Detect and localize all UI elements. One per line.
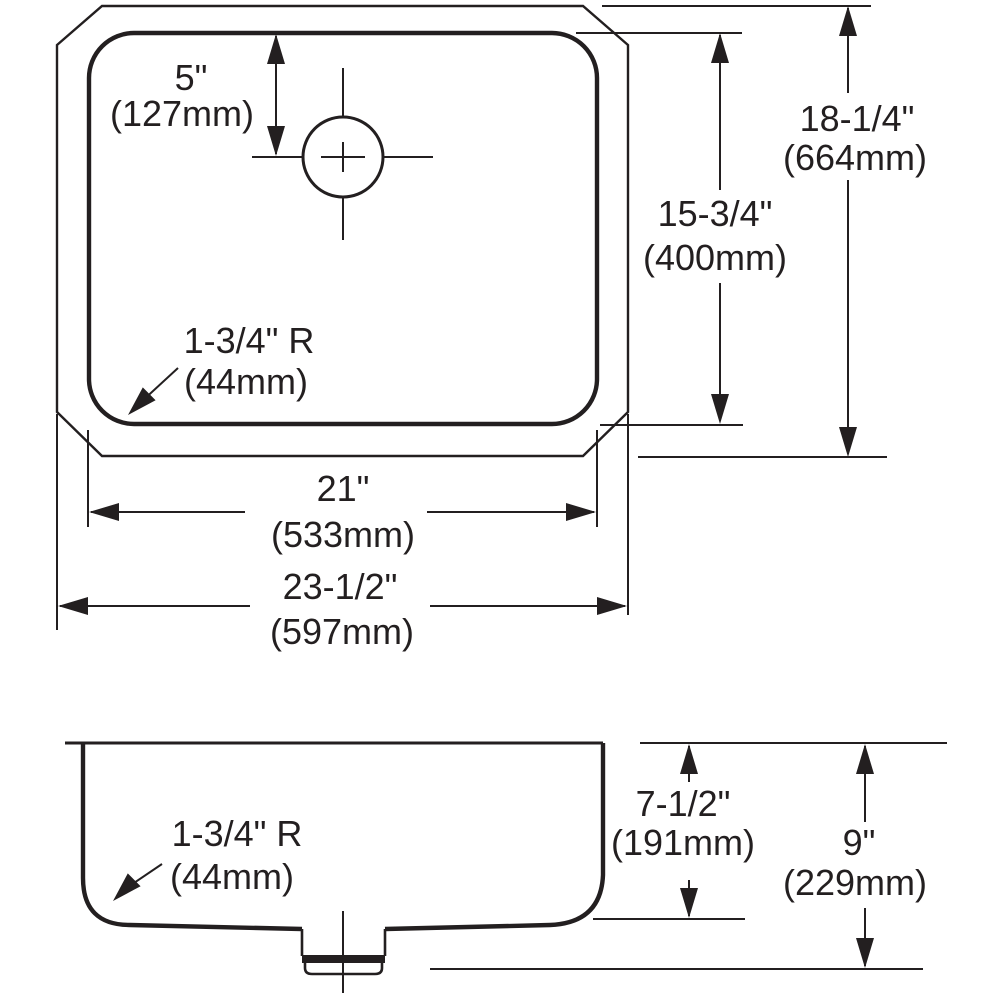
arrowhead-right bbox=[566, 503, 596, 521]
dim-bowl-length: 15-3/4" (400mm) bbox=[643, 33, 787, 424]
arrowhead-up bbox=[711, 33, 729, 63]
extension-lines-right bbox=[576, 5, 887, 458]
arrowhead-left bbox=[58, 597, 88, 615]
arrowhead-up bbox=[856, 744, 874, 774]
corner-radius-top-label-in: 1-3/4" R bbox=[184, 320, 315, 361]
hole-offset-label-mm: (127mm) bbox=[110, 93, 254, 134]
arrowhead-right bbox=[597, 597, 627, 615]
arrowhead-leader bbox=[128, 387, 156, 415]
side-view-extension-lines bbox=[430, 742, 947, 970]
corner-radius-side-label-in: 1-3/4" R bbox=[172, 813, 303, 854]
arrowhead-down bbox=[856, 938, 874, 968]
top-view-outer-rim bbox=[55, 4, 630, 458]
side-view-bowl-left-wall bbox=[80, 743, 303, 932]
dim-overall-length: 18-1/4" (664mm) bbox=[783, 6, 927, 457]
faucet-hole-circle bbox=[301, 115, 385, 199]
overall-width-label-in: 23-1/2" bbox=[283, 566, 398, 607]
arrowhead-up bbox=[267, 34, 285, 64]
faucet-hole-centerlines bbox=[252, 68, 433, 240]
arrowhead-up bbox=[680, 744, 698, 774]
extension-lines-bottom bbox=[56, 414, 629, 630]
dim-hole-offset: 5" (127mm) bbox=[110, 34, 285, 156]
top-view-bowl-outline bbox=[86, 30, 600, 427]
dim-corner-radius-top: 1-3/4" R (44mm) bbox=[128, 320, 314, 415]
overall-depth-label-mm: (229mm) bbox=[783, 862, 927, 903]
side-view: 1-3/4" R (44mm) 7-1/2" (191mm) 9" (229mm… bbox=[65, 741, 947, 993]
dim-corner-radius-side: 1-3/4" R (44mm) bbox=[113, 813, 302, 901]
faucet-hole bbox=[252, 68, 433, 240]
dim-overall-depth: 9" (229mm) bbox=[783, 744, 927, 968]
bowl-depth-label-in: 7-1/2" bbox=[636, 783, 731, 824]
bowl-depth-label-mm: (191mm) bbox=[611, 822, 755, 863]
bowl-length-label-mm: (400mm) bbox=[643, 237, 787, 278]
arrowhead-up bbox=[839, 6, 857, 36]
dim-overall-width: 23-1/2" (597mm) bbox=[58, 566, 627, 652]
dim-bowl-depth: 7-1/2" (191mm) bbox=[611, 744, 755, 918]
overall-depth-label-in: 9" bbox=[843, 822, 876, 863]
arrowhead-down bbox=[839, 427, 857, 457]
drain-assembly bbox=[300, 911, 387, 993]
arrowhead-down bbox=[267, 126, 285, 156]
arrowhead-down bbox=[711, 394, 729, 424]
corner-radius-side-label-mm: (44mm) bbox=[170, 856, 294, 897]
corner-radius-top-label-mm: (44mm) bbox=[184, 361, 308, 402]
arrowhead-down bbox=[680, 888, 698, 918]
top-view: 5" (127mm) 1-3/4" R (44mm) 15-3/4" (400m… bbox=[55, 4, 927, 652]
bowl-width-label-in: 21" bbox=[317, 468, 370, 509]
bowl-length-label-in: 15-3/4" bbox=[658, 193, 773, 234]
dim-bowl-width: 21" (533mm) bbox=[89, 468, 596, 555]
arrowhead-left bbox=[89, 503, 119, 521]
side-view-bowl-right-wall bbox=[384, 743, 606, 932]
overall-width-label-mm: (597mm) bbox=[270, 611, 414, 652]
overall-length-label-mm: (664mm) bbox=[783, 137, 927, 178]
arrowhead-leader bbox=[113, 873, 141, 901]
overall-length-label-in: 18-1/4" bbox=[800, 98, 915, 139]
bowl-width-label-mm: (533mm) bbox=[271, 514, 415, 555]
hole-offset-label-in: 5" bbox=[175, 57, 208, 98]
